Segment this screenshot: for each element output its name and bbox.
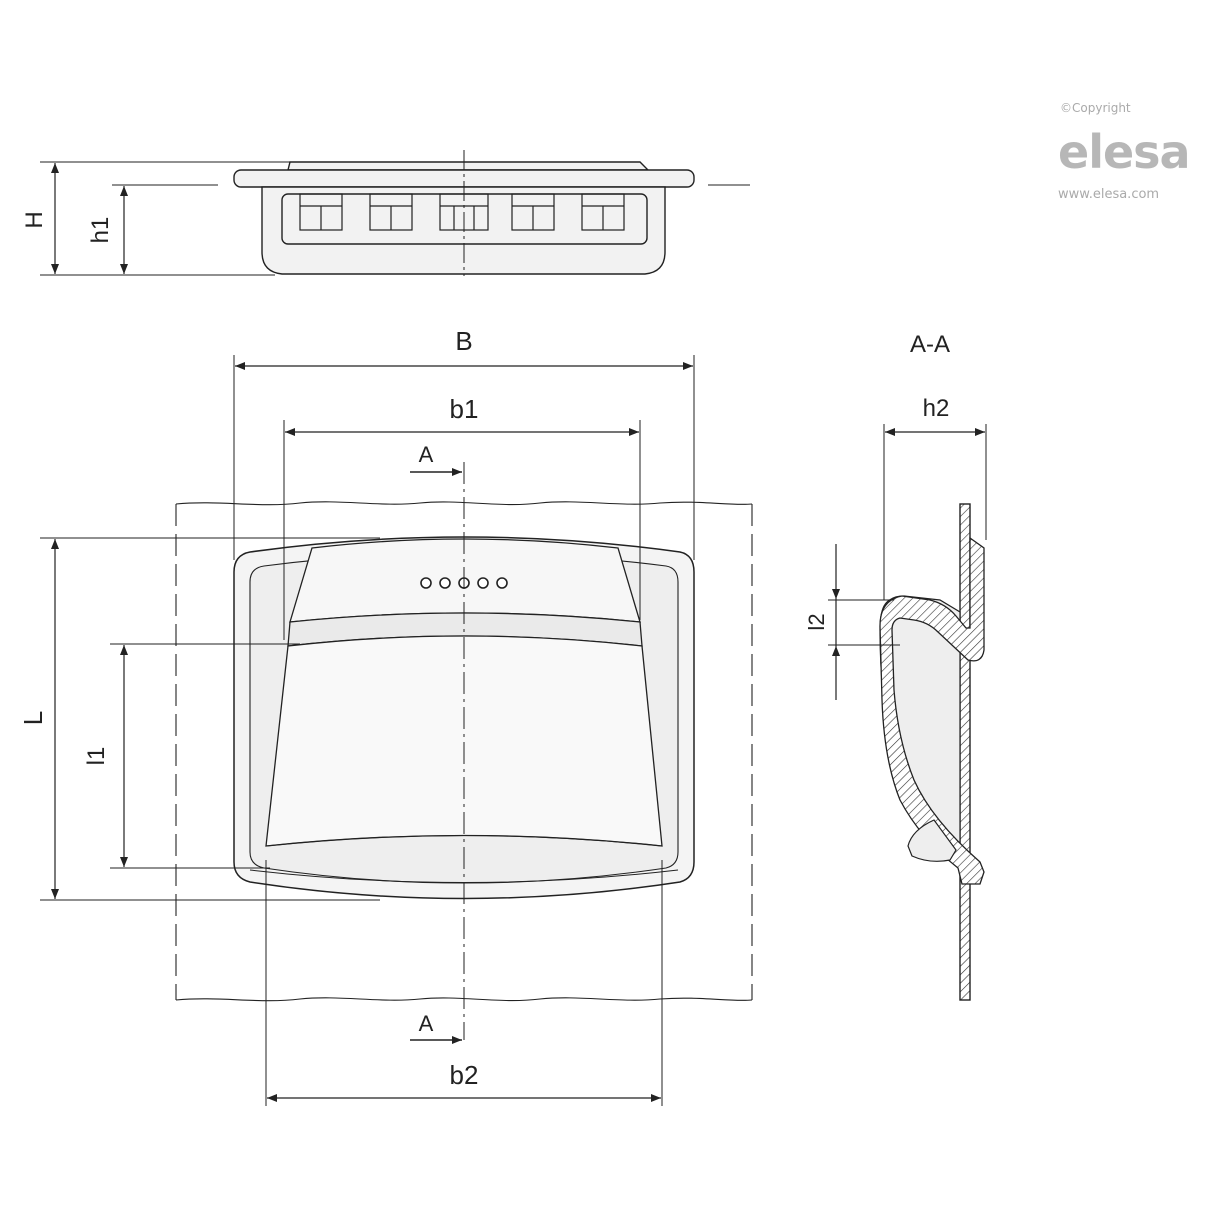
section-label-bottom: A xyxy=(419,1011,434,1036)
section-arrow-icon xyxy=(410,468,462,1044)
label-l1: l1 xyxy=(83,747,110,766)
label-b2: b2 xyxy=(450,1060,479,1090)
elesa-logo: elesa xyxy=(1058,125,1190,179)
label-B: B xyxy=(455,326,472,356)
panel-outline xyxy=(175,501,753,1002)
label-b1: b1 xyxy=(450,394,479,424)
copyright-text: ©Copyright xyxy=(1060,101,1131,115)
extension-lines xyxy=(40,355,695,1106)
label-h1: h1 xyxy=(87,217,114,244)
side-view xyxy=(40,150,750,276)
section-label-top: A xyxy=(419,442,434,467)
label-l2: l2 xyxy=(804,613,829,630)
brand-block: ©Copyright elesa www.elesa.com xyxy=(1058,101,1191,202)
section-title: A-A xyxy=(910,331,950,358)
label-L: L xyxy=(18,711,48,725)
brand-url: www.elesa.com xyxy=(1058,187,1159,202)
label-H: H xyxy=(21,211,48,228)
section-view xyxy=(828,424,987,1001)
label-h2: h2 xyxy=(923,395,950,422)
